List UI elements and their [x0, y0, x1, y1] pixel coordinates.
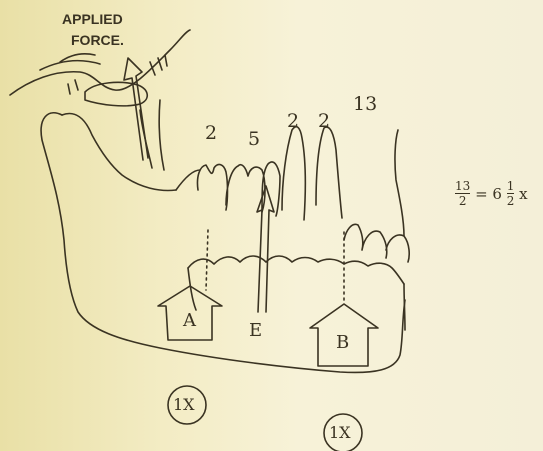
point-b-label: B — [336, 334, 349, 352]
formula-whole: 6 — [492, 185, 502, 203]
dotted-line-a — [206, 230, 208, 290]
tooth-value-3: 2 — [287, 112, 299, 131]
formula-numerator: 13 — [455, 179, 470, 193]
point-e-label: E — [249, 322, 262, 340]
upper-teeth — [197, 127, 409, 262]
point-a-label: A — [183, 312, 196, 330]
lower-teeth-bottom — [188, 268, 405, 330]
formula-frac-num: 1 — [507, 179, 515, 193]
formula-mixed-fraction: 1 2 — [507, 180, 515, 207]
applied-force-label-line2: FORCE. — [71, 33, 124, 47]
tooth-value-1: 2 — [205, 124, 217, 143]
formula-fraction: 13 2 — [455, 180, 470, 207]
lower-teeth — [188, 256, 404, 284]
tooth-value-4: 2 — [318, 112, 330, 131]
formula-denominator: 2 — [459, 194, 467, 208]
upper-gum-line — [176, 130, 404, 236]
applied-force-label-line1: APPLIED — [62, 12, 123, 26]
mandible-outline — [41, 113, 405, 373]
formula-frac-den: 2 — [507, 194, 515, 208]
e-arrow — [257, 186, 274, 312]
tooth-value-5: 13 — [353, 95, 377, 114]
force-formula: 13 2 = 6 1 2 x — [455, 180, 528, 207]
tooth-value-2: 5 — [248, 130, 260, 149]
formula-equals: = — [475, 185, 488, 203]
formula-suffix: x — [519, 185, 527, 203]
maxilla-ridge — [40, 54, 100, 70]
applied-force-arrow — [124, 58, 148, 160]
multiplier-right: 1X — [329, 425, 351, 441]
multiplier-left: 1X — [173, 397, 195, 413]
